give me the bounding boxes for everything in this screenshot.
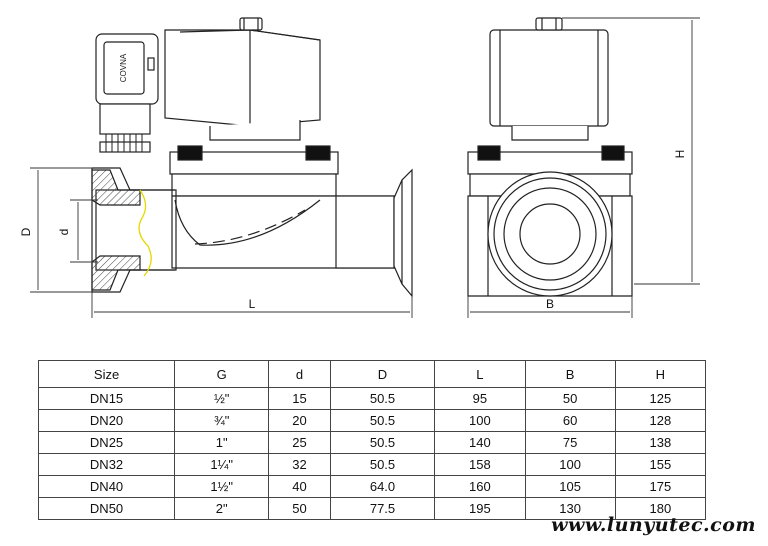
- dim-label-L: L: [249, 297, 256, 311]
- table-cell: 77.5: [329, 497, 436, 520]
- column-header: H: [614, 360, 707, 388]
- table-cell: DN15: [37, 387, 176, 410]
- table-cell: DN32: [37, 453, 176, 476]
- table-cell: 32: [268, 453, 331, 476]
- column-header: B: [524, 360, 616, 388]
- column-header: D: [329, 360, 436, 388]
- table-cell: 158: [434, 453, 526, 476]
- table-cell: 15: [268, 387, 331, 410]
- valve-drawing: COVNA: [19, 17, 700, 318]
- column-header: L: [434, 360, 526, 388]
- table-cell: 50: [524, 387, 616, 410]
- table-cell: 100: [434, 409, 526, 432]
- table-cell: 75: [524, 431, 616, 454]
- table-cell: DN50: [37, 497, 176, 520]
- column-header: Size: [37, 360, 176, 388]
- table-cell: 175: [614, 475, 707, 498]
- watermark: www.lunyutec.com: [551, 514, 756, 536]
- table-cell: 20: [268, 409, 331, 432]
- table-cell: 60: [524, 409, 616, 432]
- brand-label: COVNA: [119, 53, 128, 82]
- side-view: COVNA: [91, 17, 413, 298]
- table-cell: 50.5: [329, 453, 436, 476]
- table-cell: 128: [614, 409, 707, 432]
- table-cell: 130: [524, 497, 616, 520]
- table-cell: 40: [268, 475, 331, 498]
- table-cell: 50: [268, 497, 331, 520]
- table-cell: 2": [174, 497, 270, 520]
- dim-label-D: D: [19, 227, 33, 236]
- table-cell: 140: [434, 431, 526, 454]
- table-cell: 1": [174, 431, 270, 454]
- column-header: G: [174, 360, 270, 388]
- table-cell: 138: [614, 431, 707, 454]
- table-cell: 50.5: [329, 431, 436, 454]
- table-cell: DN25: [37, 431, 176, 454]
- table-cell: DN20: [37, 409, 176, 432]
- table-cell: 64.0: [329, 475, 436, 498]
- front-view: [467, 17, 633, 297]
- table-cell: 25: [268, 431, 331, 454]
- table-cell: 100: [524, 453, 616, 476]
- table-cell: 160: [434, 475, 526, 498]
- table-cell: 155: [614, 453, 707, 476]
- table-cell: 180: [614, 497, 707, 520]
- dim-label-d: d: [57, 229, 71, 236]
- side-dimensions: [30, 167, 413, 318]
- table-cell: DN40: [37, 475, 176, 498]
- front-dimensions: [467, 17, 700, 318]
- table-cell: ½": [174, 387, 270, 410]
- table-cell: 50.5: [329, 387, 436, 410]
- table-cell: 1¼": [174, 453, 270, 476]
- table-cell: 105: [524, 475, 616, 498]
- column-header: d: [268, 360, 331, 388]
- dim-label-B: B: [546, 297, 554, 311]
- dim-label-H: H: [673, 150, 687, 159]
- table-cell: ¾": [174, 409, 270, 432]
- table-cell: 50.5: [329, 409, 436, 432]
- table-cell: 195: [434, 497, 526, 520]
- table-cell: 1½": [174, 475, 270, 498]
- table-cell: 125: [614, 387, 707, 410]
- table-cell: 95: [434, 387, 526, 410]
